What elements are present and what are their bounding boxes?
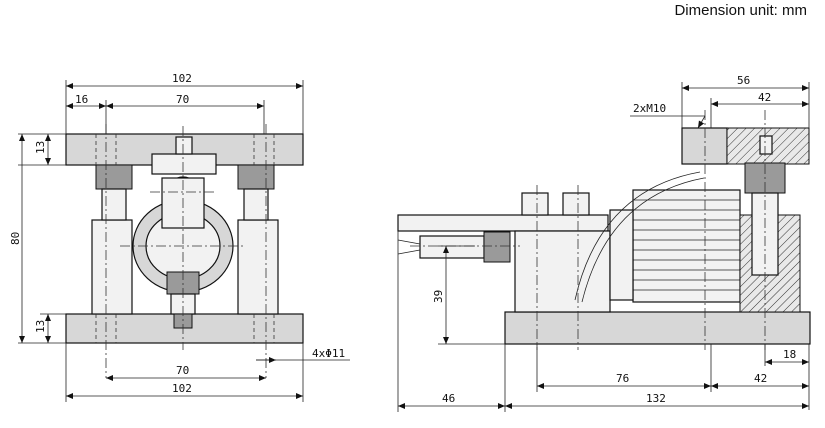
dim-top-56: 56 <box>737 74 750 87</box>
left-top-nut <box>95 164 133 190</box>
dim-top-bolt-spacing: 70 <box>176 93 189 106</box>
bellows-ribs <box>633 199 740 291</box>
dim-top-plate-height: 13 <box>34 141 47 154</box>
dim-132: 132 <box>646 392 666 405</box>
left-pillar <box>91 219 133 315</box>
dim-thread-callout: 2xM10 <box>633 102 666 115</box>
sensor-bellows <box>632 189 741 303</box>
upper-arm-plate <box>397 214 609 232</box>
cable-gland <box>419 235 485 259</box>
dim-right-18: 18 <box>783 348 796 361</box>
cable-guide <box>574 171 701 301</box>
side-top-pin <box>759 135 773 155</box>
dim-top-42: 42 <box>758 91 771 104</box>
dim-46: 46 <box>442 392 455 405</box>
right-pillar <box>237 219 279 315</box>
dim-bottom-42: 42 <box>754 372 767 385</box>
right-top-nut <box>237 164 275 190</box>
dim-left-offset: 16 <box>75 93 88 106</box>
dim-hole-callout: 4xΦ11 <box>312 347 345 360</box>
dim-top-width: 102 <box>172 72 192 85</box>
dim-total-height: 80 <box>9 232 22 245</box>
cable <box>397 239 421 255</box>
dimension-unit-caption: Dimension unit: mm <box>674 2 807 19</box>
dim-76: 76 <box>616 372 629 385</box>
arm-bolt-right <box>562 192 590 216</box>
arm-bolt-left <box>521 192 549 216</box>
side-support-block <box>514 230 611 313</box>
top-pin <box>175 136 193 155</box>
connector-nut <box>483 231 511 263</box>
side-top-plate-left <box>681 127 728 165</box>
dim-bottom-plate-height: 13 <box>34 320 47 333</box>
dim-bottom-width: 102 <box>172 382 192 395</box>
bellows-end-cap <box>609 209 634 301</box>
front-view: 102 16 70 13 80 13 4xΦ11 <box>9 72 350 402</box>
side-bottom-plate <box>504 311 811 345</box>
dim-height-39: 39 <box>432 290 445 303</box>
side-view: 56 42 2xM10 39 18 76 42 <box>397 74 811 412</box>
right-bolt-shank <box>243 188 269 221</box>
upper-centre-block <box>151 153 217 175</box>
dim-bottom-bolt-spacing: 70 <box>176 364 189 377</box>
